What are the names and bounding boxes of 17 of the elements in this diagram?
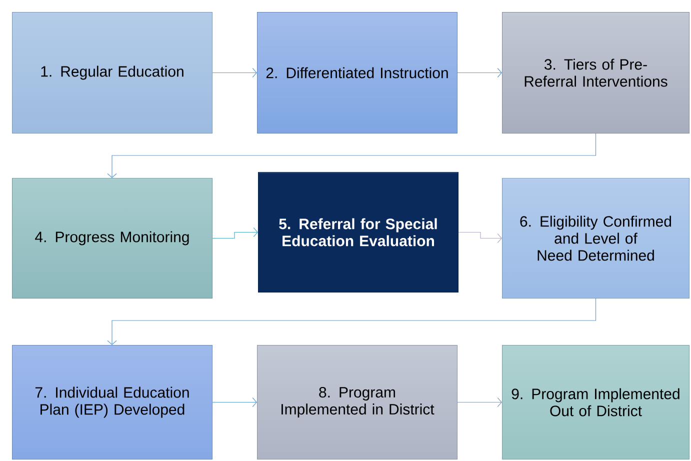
process-box: 6. Eligibility Confirmed and Level of Need Determined — [502, 178, 690, 298]
arrow — [457, 68, 502, 78]
arrow — [212, 227, 258, 239]
process-box: 8. Program Implemented in District — [257, 345, 458, 460]
arrow — [107, 298, 596, 345]
arrow — [212, 68, 257, 78]
arrow — [212, 397, 257, 408]
arrow — [458, 232, 502, 244]
process-box: 9. Program Implemented Out of District — [502, 345, 690, 460]
process-box: 3. Tiers of Pre-Referral Interventions — [502, 12, 690, 134]
process-box: 2. Differentiated Instruction — [257, 12, 458, 134]
process-box: 5. Referral for Special Education Evaluation — [258, 172, 458, 292]
process-box: 1. Regular Education — [12, 12, 212, 134]
process-box: 4. Progress Monitoring — [12, 178, 212, 298]
arrow — [457, 397, 502, 408]
arrow — [107, 133, 596, 178]
process-box: 7. Individual Education Plan (IEP) Developed — [12, 345, 212, 460]
